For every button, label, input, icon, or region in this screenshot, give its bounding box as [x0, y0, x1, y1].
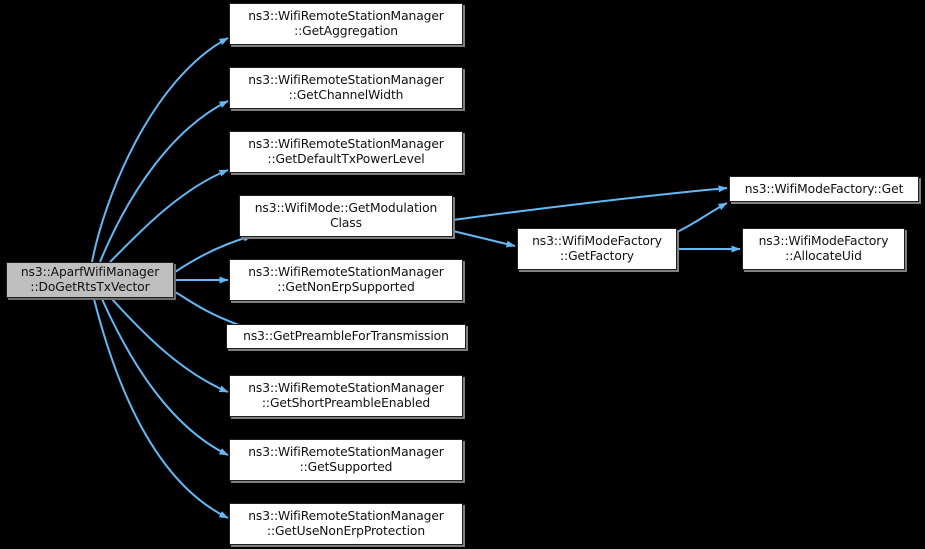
- edge-root-use-non-erp: [93, 298, 229, 519]
- edge-factory-get: [676, 202, 728, 233]
- node-label: ns3::WifiRemoteStationManager ::GetShort…: [248, 381, 444, 410]
- edge-root-get-channel-width: [99, 100, 229, 263]
- node-get-default-tx-power-level[interactable]: ns3::WifiRemoteStationManager ::GetDefau…: [229, 131, 463, 173]
- node-label: ns3::AparfWifiManager ::DoGetRtsTxVector: [20, 265, 160, 294]
- edge-root-get-aggregation: [91, 37, 229, 263]
- node-label: ns3::WifiRemoteStationManager ::GetUseNo…: [248, 509, 444, 538]
- node-get-use-non-erp-protection[interactable]: ns3::WifiRemoteStationManager ::GetUseNo…: [229, 503, 463, 545]
- node-label: ns3::WifiModeFactory::Get: [744, 181, 904, 196]
- node-label: ns3::WifiRemoteStationManager ::GetDefau…: [248, 137, 444, 166]
- node-label: ns3::WifiModeFactory ::GetFactory: [532, 234, 662, 263]
- node-label: ns3::GetPreambleForTransmission: [243, 329, 449, 343]
- node-get-supported[interactable]: ns3::WifiRemoteStationManager ::GetSuppo…: [229, 439, 463, 481]
- node-get-preamble-for-transmission[interactable]: ns3::GetPreambleForTransmission: [226, 324, 466, 349]
- edge-root-short-preamble: [111, 298, 229, 393]
- edge-root-get-modulation-class: [174, 234, 253, 273]
- node-label: ns3::WifiRemoteStationManager ::GetAggre…: [248, 9, 444, 38]
- node-root-do-get-rts-tx-vector[interactable]: ns3::AparfWifiManager ::DoGetRtsTxVector: [6, 262, 174, 298]
- node-get-non-erp-supported[interactable]: ns3::WifiRemoteStationManager ::GetNonEr…: [229, 259, 463, 301]
- node-label: ns3::WifiRemoteStationManager ::GetChann…: [248, 73, 444, 102]
- node-get-factory[interactable]: ns3::WifiModeFactory ::GetFactory: [517, 228, 677, 270]
- edge-root-get-channel-width-2: [109, 169, 229, 263]
- node-label: ns3::WifiModeFactory ::AllocateUid: [758, 234, 889, 263]
- node-get-short-preamble-enabled[interactable]: ns3::WifiRemoteStationManager ::GetShort…: [229, 375, 463, 417]
- edge-mc-get: [452, 185, 728, 221]
- node-label: ns3::WifiRemoteStationManager ::GetSuppo…: [248, 445, 444, 474]
- node-get-modulation-class[interactable]: ns3::WifiMode::GetModulation Class: [239, 195, 453, 237]
- node-label: ns3::WifiRemoteStationManager ::GetNonEr…: [248, 265, 444, 294]
- node-allocate-uid[interactable]: ns3::WifiModeFactory ::AllocateUid: [742, 228, 905, 270]
- edge-mc-factory: [452, 230, 516, 248]
- node-get-aggregation[interactable]: ns3::WifiRemoteStationManager ::GetAggre…: [229, 3, 463, 45]
- node-get-channel-width[interactable]: ns3::WifiRemoteStationManager ::GetChann…: [229, 67, 463, 109]
- node-label: ns3::WifiMode::GetModulation Class: [254, 201, 438, 230]
- node-wifi-mode-factory-get[interactable]: ns3::WifiModeFactory::Get: [729, 176, 919, 202]
- edge-root-get-supported: [101, 298, 229, 456]
